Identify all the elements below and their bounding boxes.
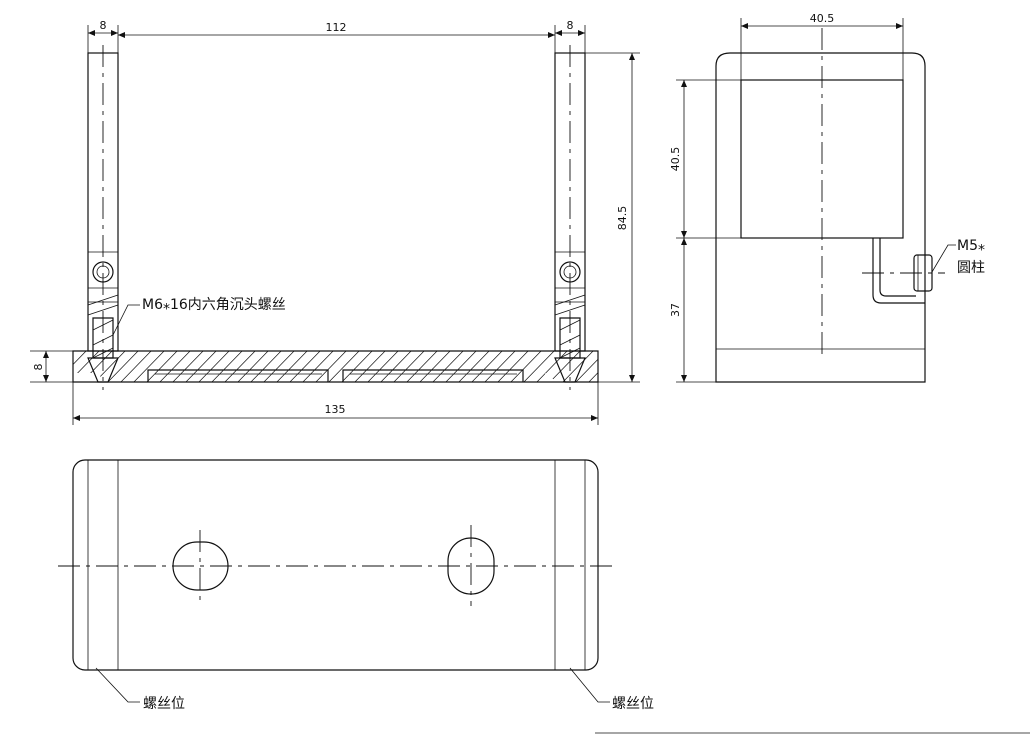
section-hatch-line (585, 351, 598, 382)
dim-total-length-label: 135 (325, 403, 346, 416)
section-hatch-line (429, 351, 467, 382)
dim-top-span-label: 112 (326, 21, 347, 34)
section-hatch-line (390, 351, 428, 382)
dim-side-width-label: 40.5 (810, 12, 835, 25)
callout-side-screw: M5⁎ 圆柱 (931, 238, 985, 276)
section-hatch-line (625, 348, 661, 385)
section-hatch-line (455, 351, 493, 382)
section-hatch-line (156, 351, 194, 382)
section-hatch-line (247, 351, 285, 382)
section-hatch-line (533, 351, 571, 382)
dim-top-right: 8 (554, 19, 586, 53)
section-hatch-line (325, 351, 363, 382)
section-hatch-line (273, 351, 311, 382)
dim-top-left: 8 (87, 19, 119, 53)
section-hatch-line (638, 348, 674, 385)
dim-side-lower-height-label: 37 (669, 303, 682, 317)
section-hatch-line (599, 348, 635, 385)
side-screw-head (913, 254, 933, 292)
dim-base-thickness-label: 8 (32, 364, 45, 371)
section-hatch-line (73, 351, 103, 382)
dim-side-upper-height: 40.5 (669, 79, 741, 239)
dim-base-thickness: 8 (30, 350, 73, 383)
front-view: 8 112 8 84.5 8 (30, 19, 674, 425)
section-hatch-line (299, 351, 337, 382)
section-hatch-line (169, 351, 207, 382)
base-plate-section (72, 348, 674, 385)
callout-side-screw-line2: 圆柱 (957, 260, 985, 276)
section-hatch-line (351, 351, 389, 382)
section-hatch-line (286, 351, 324, 382)
section-hatch-line (182, 351, 220, 382)
dim-total-height: 84.5 (585, 52, 640, 383)
section-hatch-line (403, 351, 441, 382)
callout-screw-position-right: 螺丝位 (569, 667, 654, 712)
side-view: 40.5 40.5 37 M5⁎ 圆柱 (669, 12, 985, 383)
section-hatch-line (442, 351, 480, 382)
section-hatch-line (546, 351, 584, 382)
section-hatch-line (612, 348, 648, 385)
section-hatch-line (507, 351, 545, 382)
plan-slot-left (172, 541, 229, 591)
section-hatch-line (260, 351, 298, 382)
section-hatch-line (73, 351, 90, 382)
section-hatch-line (364, 351, 402, 382)
section-hatch-line (234, 351, 272, 382)
section-hatch-line (195, 351, 233, 382)
section-hatch-line (520, 351, 558, 382)
dim-side-upper-height-label: 40.5 (669, 147, 682, 172)
section-hatch-line (468, 351, 506, 382)
section-hatch-line (143, 351, 181, 382)
dim-total-length: 135 (72, 382, 599, 425)
section-hatch-line (208, 351, 246, 382)
callout-screw-position-left-label: 螺丝位 (143, 696, 185, 712)
side-outline (715, 52, 926, 383)
section-hatch-line (481, 351, 519, 382)
callout-screw-position-left: 螺丝位 (95, 667, 185, 712)
plan-view: 螺丝位 螺丝位 (58, 459, 654, 712)
dim-top-left-label: 8 (100, 19, 107, 32)
left-countersunk-screw (87, 294, 119, 383)
section-hatch-line (572, 351, 598, 382)
section-hatch-line (416, 351, 454, 382)
section-hatch-line (338, 351, 376, 382)
callout-countersunk-screw-label: M6⁎16内六角沉头螺丝 (142, 297, 286, 313)
callout-screw-position-right-label: 螺丝位 (612, 696, 654, 712)
section-hatch-line (104, 351, 142, 382)
section-hatch-line (377, 351, 415, 382)
dim-total-height-label: 84.5 (616, 206, 629, 231)
section-hatch-line (117, 351, 155, 382)
callout-side-screw-line1: M5⁎ (957, 238, 985, 254)
dim-top-span: 112 (118, 21, 555, 38)
dim-side-lower-height: 37 (669, 238, 716, 383)
section-hatch-line (73, 351, 77, 382)
plan-outline (72, 459, 599, 671)
section-hatch-line (494, 351, 532, 382)
section-hatch-line (221, 351, 259, 382)
dim-top-right-label: 8 (567, 19, 574, 32)
dim-side-width: 40.5 (740, 12, 904, 80)
section-hatch-line (130, 351, 168, 382)
section-hatch-line (312, 351, 350, 382)
callout-countersunk-screw: M6⁎16内六角沉头螺丝 (112, 297, 286, 336)
section-hatch-line (559, 351, 597, 382)
